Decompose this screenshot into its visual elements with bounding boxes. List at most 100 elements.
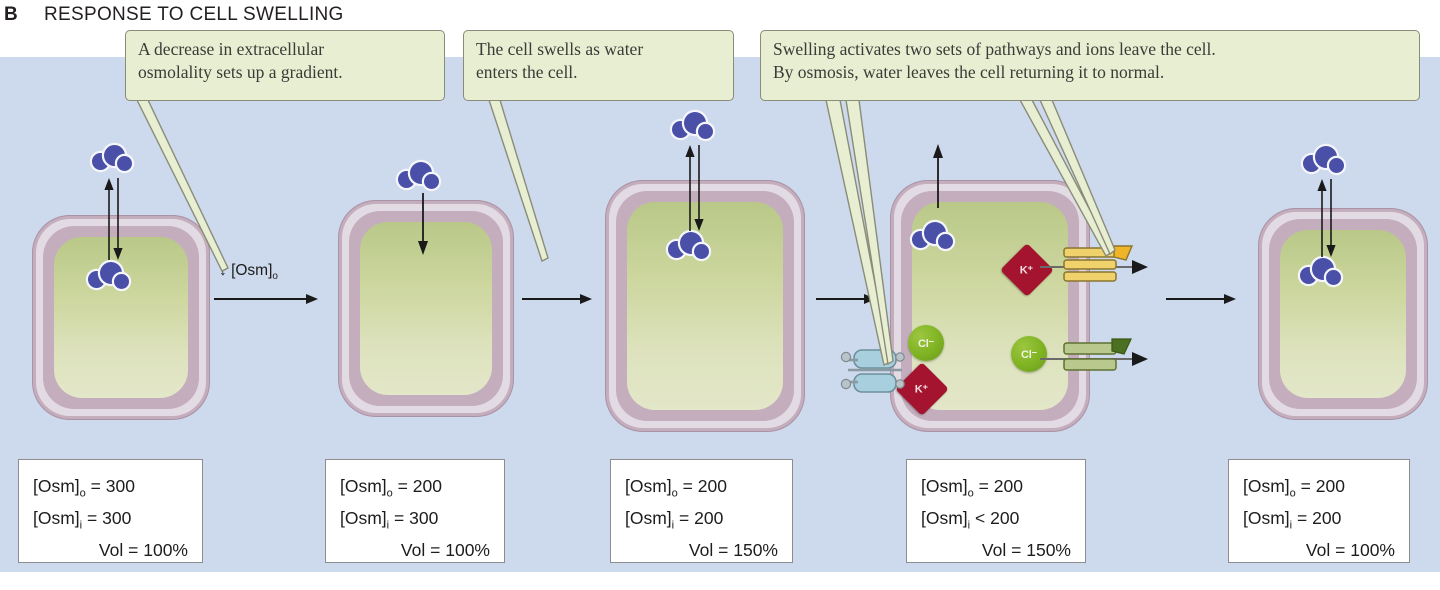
chloride-ion-left: Cl⁻	[908, 325, 944, 361]
cell-stage-5	[1258, 208, 1428, 420]
vol-value: 100%	[143, 539, 188, 560]
osm-out-row: [Osm]o = 200	[1243, 471, 1395, 503]
plasma-membrane	[338, 200, 514, 417]
water-cluster-intracellular	[668, 232, 714, 262]
process-arrow-3	[816, 294, 876, 304]
process-arrow-2	[522, 294, 592, 304]
osm-in-row: [Osm]i = 300	[33, 503, 188, 535]
water-cluster-intracellular	[1300, 258, 1346, 288]
osm-out-op: =	[1300, 476, 1311, 496]
osmolality-decrease-note: ↓ [Osm]o	[219, 262, 278, 282]
membrane-core	[616, 191, 794, 421]
panel-letter: B	[4, 4, 18, 25]
vol-label: Vol	[688, 539, 714, 560]
water-flux-arrow-inward	[418, 193, 428, 255]
osm-out-label: [Osm]	[1243, 476, 1290, 496]
vol-op: =	[1011, 539, 1022, 560]
osm-out-sub: o	[79, 487, 86, 500]
vol-label: Vol	[98, 539, 124, 560]
volume-row: Vol = 150%	[921, 535, 1071, 567]
osm-label: [Osm]	[231, 262, 273, 279]
vol-op: =	[718, 539, 729, 560]
data-box-stage-5: [Osm]o = 200 [Osm]i = 200 Vol = 100%	[1228, 459, 1410, 563]
process-arrow-1	[214, 294, 318, 304]
water-cluster-intracellular	[912, 222, 958, 252]
osm-in-value: 300	[409, 507, 439, 528]
osm-out-row: [Osm]o = 200	[625, 471, 778, 503]
vol-op: =	[1335, 539, 1346, 560]
osm-out-op: =	[90, 476, 101, 496]
volume-row: Vol = 100%	[33, 535, 188, 567]
plasma-membrane	[32, 215, 210, 420]
vol-op: =	[128, 539, 139, 560]
membrane-core	[1269, 219, 1417, 409]
osm-in-sub: i	[79, 519, 83, 532]
cytosol	[627, 202, 783, 410]
osm-out-label: [Osm]	[921, 476, 968, 496]
callout-line: osmolality sets up a gradient.	[138, 62, 343, 83]
cell-stage-3	[605, 180, 805, 432]
osm-in-op: <	[975, 507, 986, 528]
callout-line: The cell swells as water	[476, 39, 644, 59]
osm-subscript: o	[272, 271, 278, 283]
osm-out-label: [Osm]	[33, 476, 80, 496]
water-cluster-intracellular	[88, 262, 134, 292]
callout-line: Swelling activates two sets of pathways …	[773, 39, 1216, 59]
osm-out-value: 300	[105, 476, 135, 496]
vol-op: =	[430, 539, 441, 560]
water-flux-arrow-bidirectional	[685, 145, 704, 231]
callout-line: A decrease in extracellular	[138, 39, 325, 59]
osm-out-op: =	[397, 476, 408, 496]
potassium-ion-label: K⁺	[1020, 264, 1034, 277]
cytosol	[360, 222, 492, 395]
callout-osmolality-decrease: A decrease in extracellular osmolality s…	[125, 30, 445, 101]
osm-in-value: 300	[102, 507, 132, 528]
osm-out-sub: o	[671, 487, 678, 500]
osm-out-sub: o	[967, 487, 974, 500]
osm-in-label: [Osm]	[33, 507, 80, 528]
vol-label: Vol	[1305, 539, 1331, 560]
osm-out-row: [Osm]o = 300	[33, 471, 188, 503]
osm-in-value: 200	[694, 507, 724, 528]
osm-in-label: [Osm]	[625, 507, 672, 528]
osm-out-value: 200	[412, 476, 442, 496]
water-cluster-extracellular	[398, 162, 444, 192]
osm-in-op: =	[679, 507, 690, 528]
osm-in-op: =	[394, 507, 405, 528]
potassium-ion-label: K⁺	[915, 383, 929, 396]
vol-label: Vol	[981, 539, 1007, 560]
vol-label: Vol	[400, 539, 426, 560]
volume-row: Vol = 100%	[340, 535, 490, 567]
vol-value: 150%	[733, 539, 778, 560]
cell-stage-2	[338, 200, 514, 417]
volume-row: Vol = 150%	[625, 535, 778, 567]
vol-value: 100%	[445, 539, 490, 560]
osm-in-row: [Osm]i = 200	[625, 503, 778, 535]
osm-out-sub: o	[1289, 487, 1296, 500]
osm-in-sub: i	[967, 519, 971, 532]
data-box-stage-4: [Osm]o = 200 [Osm]i < 200 Vol = 150%	[906, 459, 1086, 563]
callout-line: enters the cell.	[476, 62, 578, 83]
plasma-membrane	[1258, 208, 1428, 420]
callout-line: By osmosis, water leaves the cell return…	[773, 62, 1165, 83]
osm-out-value: 200	[1315, 476, 1345, 496]
callout-cell-swells: The cell swells as water enters the cell…	[463, 30, 734, 101]
osm-out-label: [Osm]	[625, 476, 672, 496]
page-title: RESPONSE TO CELL SWELLING	[44, 4, 344, 25]
osm-in-op: =	[1297, 507, 1308, 528]
osm-in-value: 200	[990, 507, 1020, 528]
membrane-inner-leaflet	[1262, 212, 1424, 416]
osm-in-label: [Osm]	[340, 507, 387, 528]
process-arrow-4	[1166, 294, 1236, 304]
osm-in-row: [Osm]i = 200	[1243, 503, 1395, 535]
osm-out-label: [Osm]	[340, 476, 387, 496]
water-cluster-extracellular	[672, 112, 718, 142]
water-flux-arrow-bidirectional	[104, 178, 123, 260]
water-cluster-extracellular	[92, 145, 138, 175]
osm-in-op: =	[87, 507, 98, 528]
chloride-channel-icon	[1040, 338, 1148, 371]
chloride-ion-right: Cl⁻	[1011, 336, 1047, 372]
membrane-inner-leaflet	[342, 204, 510, 413]
osm-out-value: 200	[697, 476, 727, 496]
